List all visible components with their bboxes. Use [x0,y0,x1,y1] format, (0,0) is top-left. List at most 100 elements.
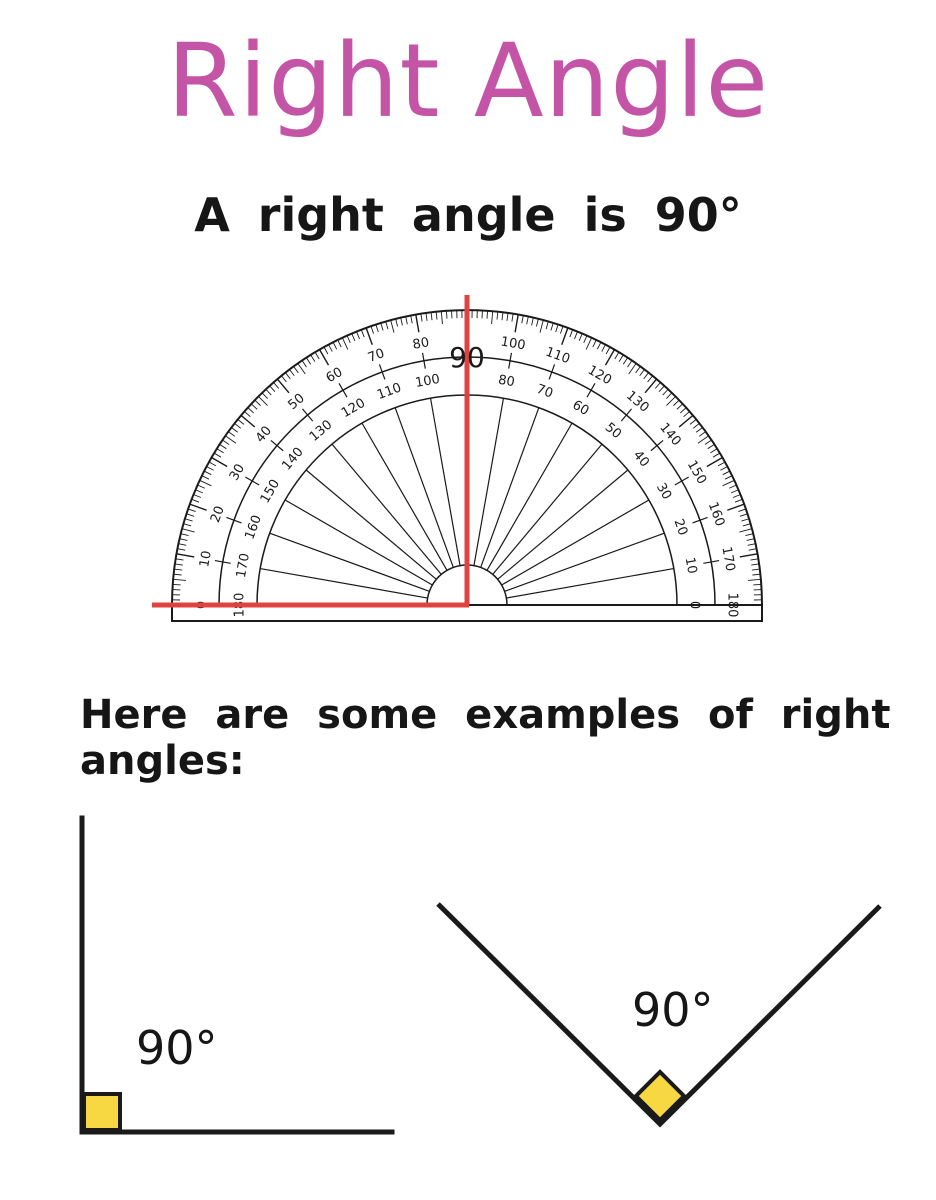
degree-tick [195,489,203,494]
degree-tick [550,322,554,331]
degree-tick [356,331,360,340]
scale-cross-tick [338,382,348,398]
outer-scale-label: 60 [324,365,346,386]
degree-tick [405,316,408,325]
protractor-ray [492,443,603,575]
right-angle-examples: 90° 90° [79,815,882,1135]
degree-tick [514,314,519,333]
degree-tick [722,470,731,476]
degree-tick [695,427,703,433]
degree-tick [753,583,762,586]
degree-tick [201,475,210,480]
inner-scale-label: 70 [534,382,555,402]
degree-tick [244,411,251,418]
degree-tick [747,578,761,581]
outer-scale-label: 160 [705,500,728,528]
degree-tick [375,324,379,333]
degree-tick [658,385,665,393]
degree-tick [676,403,684,410]
degree-tick [501,312,504,321]
degree-tick [254,399,261,406]
scale-cross-tick [620,408,633,422]
degree-tick [174,568,183,571]
degree-tick [305,357,312,365]
scale-cross-tick [650,439,664,452]
scale-cross-tick [586,382,596,398]
degree-tick [742,523,751,527]
degree-tick [751,568,760,571]
degree-tick [752,573,761,576]
degree-tick [491,311,494,325]
protractor-rays [260,398,674,599]
scale-cross-tick [421,352,426,369]
degree-tick [332,341,338,350]
degree-tick [173,573,182,576]
degree-tick [172,583,181,586]
degree-tick [535,318,539,327]
scale-cross-tick [244,476,260,486]
outer-scale-label: 30 [227,462,248,484]
degree-tick [337,339,342,348]
degree-tick [187,508,196,512]
outer-scale-label: 140 [656,420,683,449]
degree-tick [526,316,529,325]
inner-scale-label: 30 [653,481,674,503]
degree-tick [258,396,268,406]
degree-tick [289,369,295,377]
degree-tick [666,396,676,406]
protractor-ray [361,422,448,571]
degree-tick [531,317,534,326]
degree-tick [175,558,184,561]
degree-tick [273,382,280,389]
degree-tick [225,435,237,444]
examples-heading: Here are some examples of right angles: [80,692,891,784]
degree-tick [410,315,413,324]
outer-scale-label: 100 [499,334,526,353]
degree-tick [181,528,195,533]
subtitle: A right angle is 90° [194,188,742,242]
degree-tick [351,333,356,341]
protractor-ray [394,407,454,568]
degree-tick [193,494,202,498]
degree-tick [213,452,222,458]
degree-tick [425,312,428,321]
protractor-diagram: 0102030405060708010011012013014015016017… [152,295,763,622]
degree-tick [748,548,757,551]
degree-tick [203,470,212,476]
outer-scale-label: 10 [197,550,215,569]
inner-scale-label: 130 [307,417,336,444]
scale-cross-tick [508,352,513,369]
degree-tick [679,407,687,414]
degree-tick [678,414,694,428]
degree-tick [231,427,239,433]
degree-tick [206,466,214,471]
protractor-ray [506,567,674,599]
degree-tick [265,388,272,396]
degree-tick [250,403,258,410]
degree-tick [732,494,741,498]
degree-tick [717,461,726,467]
degree-tick [741,518,750,522]
protractor-ray [284,499,433,586]
inner-scale-label: 80 [497,373,516,391]
degree-tick [689,419,697,425]
degree-tick [585,337,593,350]
degree-tick [745,533,754,537]
degree-tick [293,366,299,374]
right-angle-marker [82,1092,122,1132]
degree-tick [297,363,306,375]
degree-tick [222,439,230,445]
highlight-90-label: 90 [449,341,485,374]
degree-tick [486,310,489,319]
degree-tick [415,314,420,333]
scale-cross-tick [214,559,231,564]
inner-scale-label: 150 [258,477,283,506]
scale-cross-tick [692,516,708,524]
degree-tick [197,484,205,489]
degree-tick [346,335,351,343]
degree-tick [618,354,624,362]
degree-tick [654,382,661,389]
outer-scale-label: 170 [718,545,737,572]
degree-tick [720,466,728,471]
degree-tick [365,327,373,345]
